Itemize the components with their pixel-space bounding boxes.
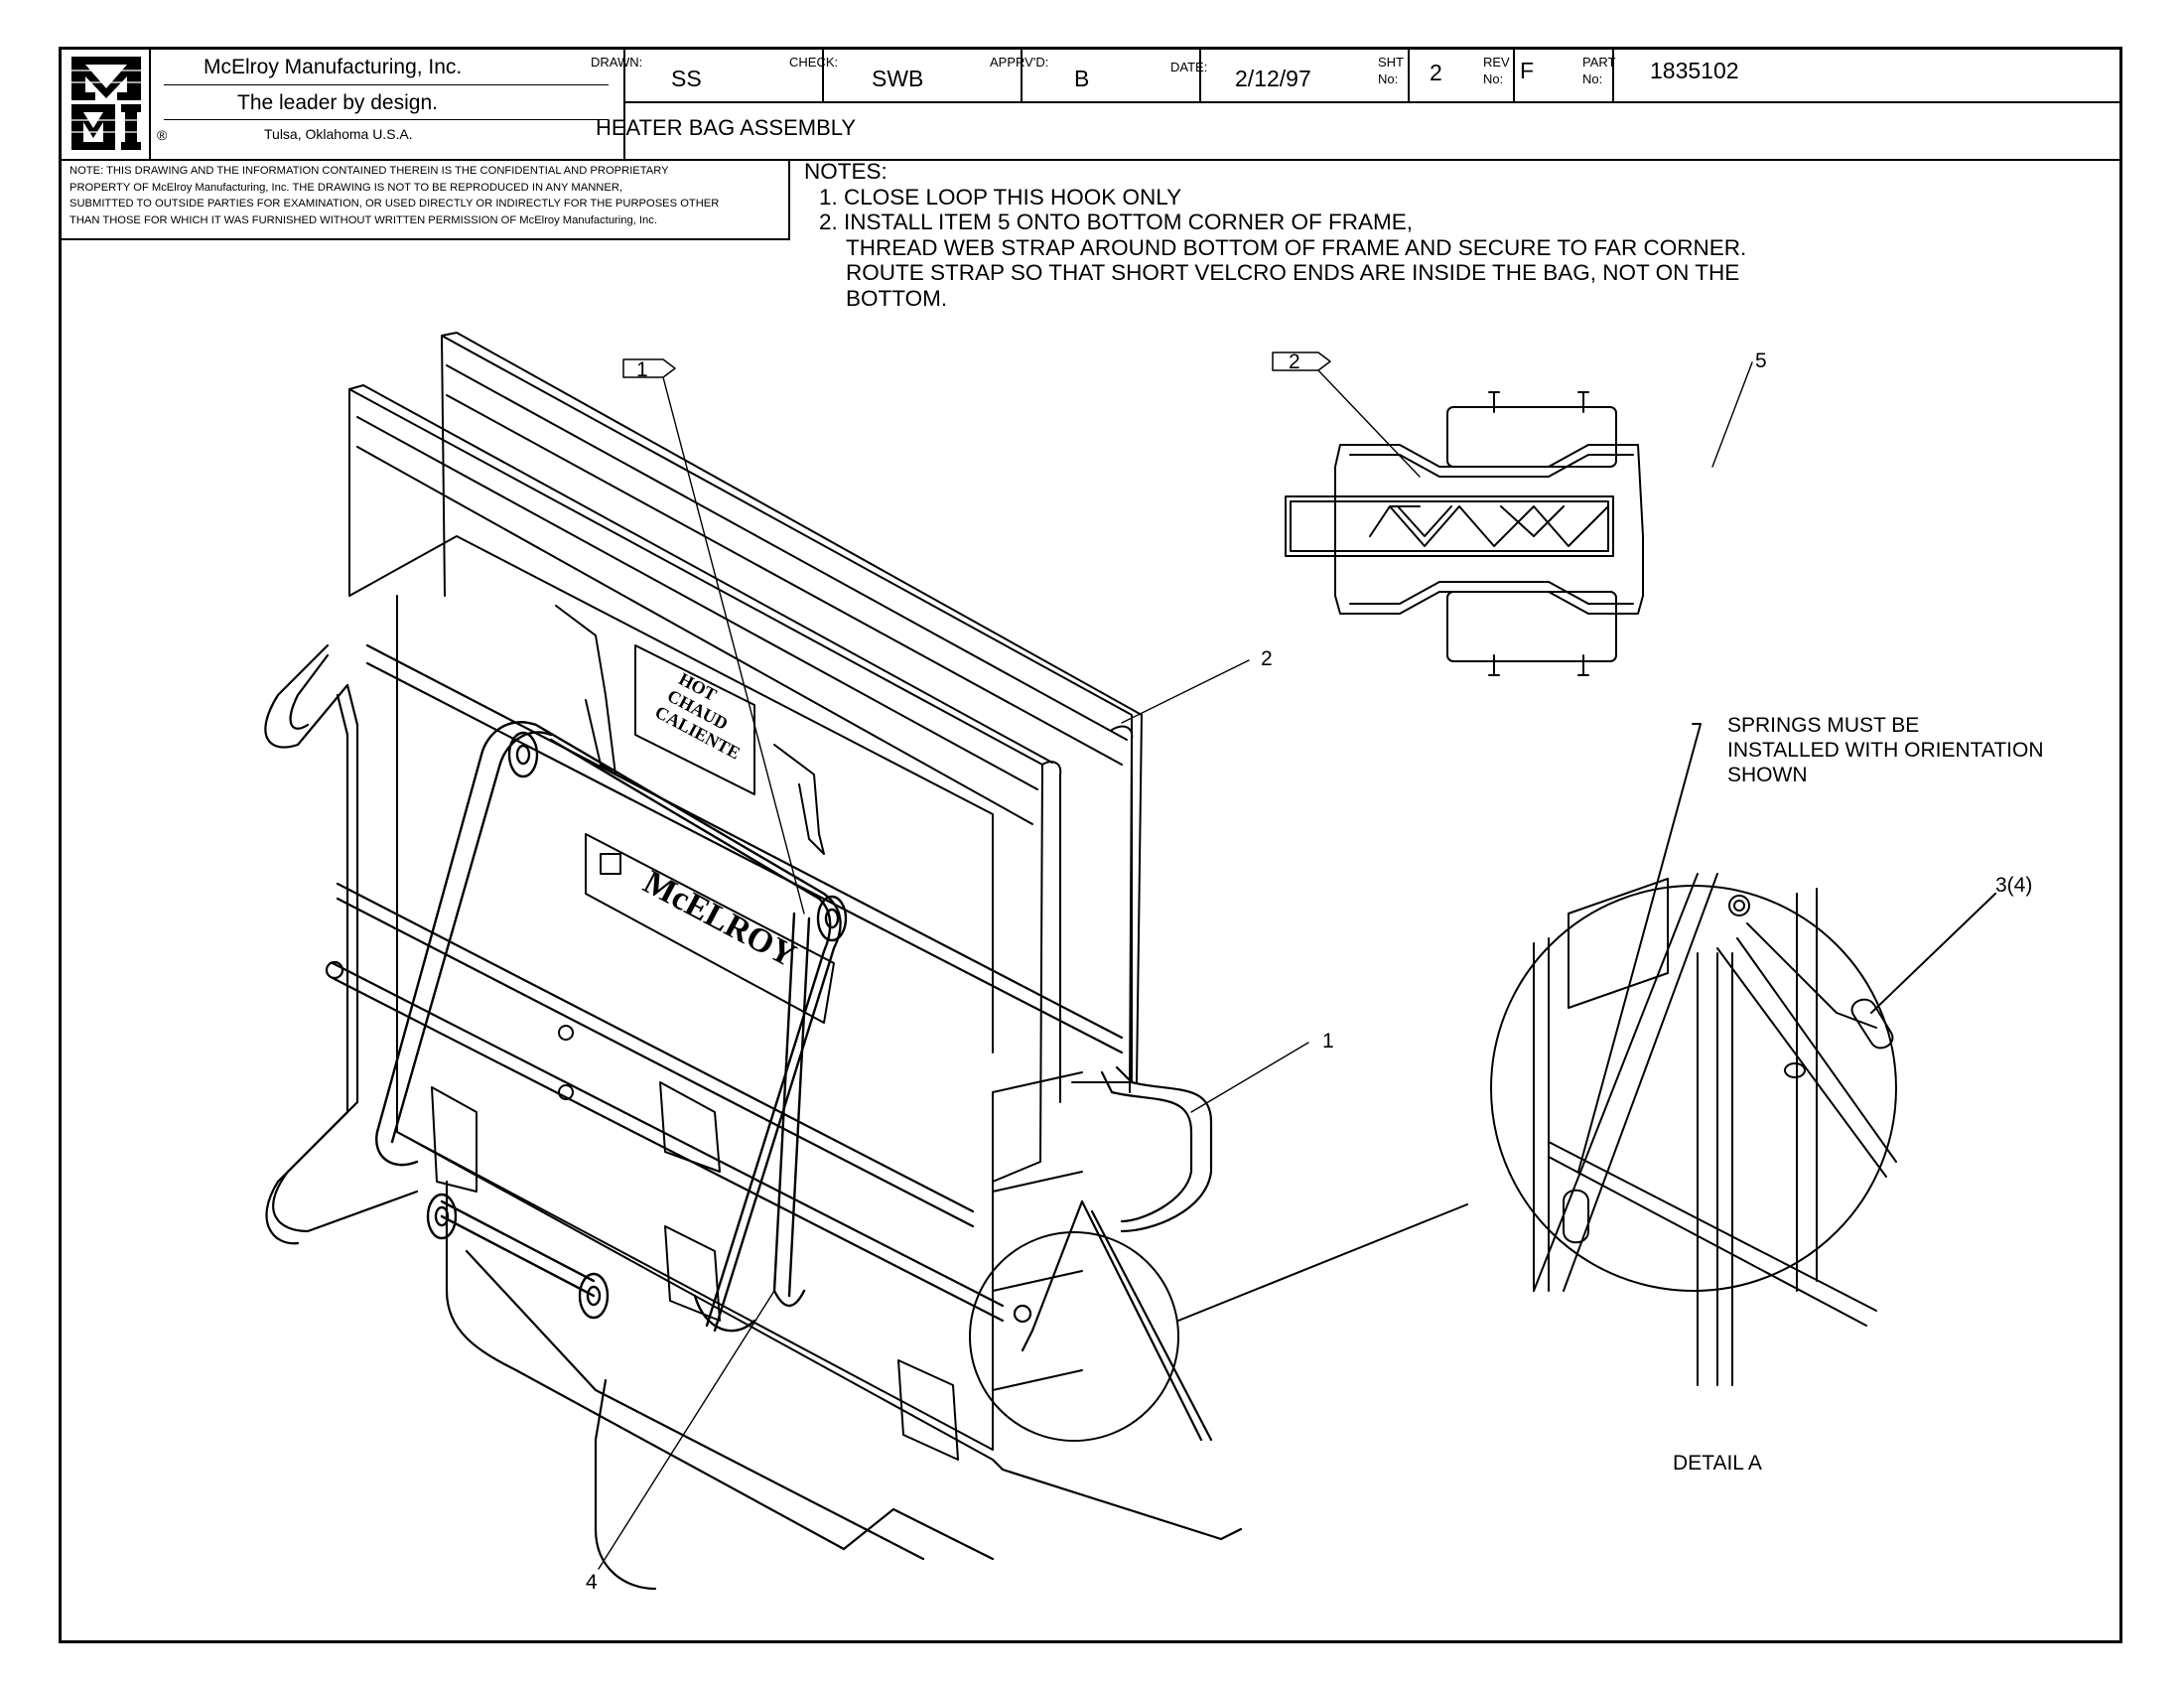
- check-label: CHECK:: [789, 55, 839, 70]
- balloon-5-label: 5: [1755, 350, 1767, 372]
- wire-frame: [264, 643, 1243, 1591]
- company-rule-1: [164, 84, 609, 85]
- rev-label-2: No:: [1483, 71, 1504, 86]
- note-line: 1. CLOSE LOOP THIS HOOK ONLY: [819, 184, 1182, 210]
- drawn-label: DRAWN:: [591, 55, 643, 70]
- heater-bag-body: [348, 332, 1143, 1461]
- assembly-notes: NOTES: 1. CLOSE LOOP THIS HOOK ONLY 2. I…: [804, 159, 1746, 311]
- company-cell: [149, 50, 625, 159]
- note-line: THREAD WEB STRAP AROUND BOTTOM OF FRAME …: [846, 234, 1747, 260]
- flag-1-label: 1: [636, 358, 648, 381]
- cell-check: [822, 50, 1023, 101]
- leader-lines: [598, 361, 1753, 1570]
- cell-rev: [1513, 50, 1614, 101]
- company-tagline: The leader by design.: [237, 91, 438, 114]
- company-location: Tulsa, Oklahoma U.S.A.: [264, 126, 413, 142]
- part-label-1: PART: [1582, 55, 1616, 70]
- confidential-line: SUBMITTED TO OUTSIDE PARTIES FOR EXAMINA…: [69, 198, 720, 210]
- confidential-line: PROPERTY OF McElroy Manufacturing, Inc. …: [69, 181, 623, 194]
- drawing-title: HEATER BAG ASSEMBLY: [596, 115, 857, 140]
- apprvd-label: APPRV'D:: [990, 55, 1049, 70]
- field-row: [623, 50, 2119, 103]
- balloon-2-label: 2: [1261, 647, 1273, 670]
- cell-sht: [1408, 50, 1515, 101]
- detail-a-view: [1490, 723, 1996, 1386]
- top-view: [1285, 391, 1644, 676]
- date-value: 2/12/97: [1235, 66, 1311, 91]
- confidential-line: NOTE: THIS DRAWING AND THE INFORMATION C…: [69, 165, 669, 177]
- cell-date: [1199, 50, 1410, 101]
- notes-heading: NOTES:: [804, 159, 887, 184]
- drawing-sheet: McElroy Manufacturing, Inc. The leader b…: [59, 47, 2122, 1643]
- check-value: SWB: [872, 66, 924, 91]
- flag-2-label: 2: [1289, 351, 1300, 373]
- part-value: 1835102: [1650, 58, 1739, 83]
- flag-2-shape: [1272, 352, 1331, 371]
- rev-value: F: [1520, 58, 1535, 83]
- sht-label-2: No:: [1378, 71, 1399, 86]
- confidential-note: NOTE: THIS DRAWING AND THE INFORMATION C…: [62, 159, 790, 240]
- date-label: DATE:: [1170, 60, 1208, 74]
- apprvd-value: B: [1074, 66, 1090, 91]
- rev-label-1: REV: [1483, 55, 1510, 70]
- sht-label-1: SHT: [1378, 55, 1404, 70]
- balloon-3-label: 3(4): [1995, 874, 2032, 897]
- velcro-tabs: [431, 605, 959, 1461]
- brand-label: McELROY: [637, 864, 802, 975]
- springs-note-line: SHOWN: [1727, 764, 1808, 786]
- detail-a-label: DETAIL A: [1673, 1452, 1762, 1475]
- sht-value: 2: [1430, 60, 1442, 85]
- drawn-value: SS: [671, 66, 702, 91]
- confidential-line: THAN THOSE FOR WHICH IT WAS FURNISHED WI…: [69, 213, 657, 226]
- cell-drawn: [623, 50, 824, 101]
- balloon-1-label: 1: [1322, 1030, 1334, 1053]
- company-logo: [69, 55, 143, 152]
- springs-note-line: SPRINGS MUST BE: [1727, 714, 1919, 737]
- handles: [375, 721, 848, 1333]
- flag-1-shape: [622, 358, 676, 378]
- balloon-4-label: 4: [586, 1571, 598, 1594]
- registered-mark: ®: [157, 127, 168, 143]
- note-line: 2. INSTALL ITEM 5 ONTO BOTTOM CORNER OF …: [819, 210, 1413, 234]
- detail-a-circle: [969, 1231, 1179, 1442]
- company-name: McElroy Manufacturing, Inc.: [204, 56, 463, 78]
- logo-cell: [62, 50, 151, 159]
- cell-apprvd: [1021, 50, 1201, 101]
- springs-note-line: INSTALLED WITH ORIENTATION: [1727, 739, 2044, 762]
- company-rule-2: [164, 119, 609, 120]
- part-label-2: No:: [1582, 71, 1603, 86]
- note-line: BOTTOM.: [846, 285, 948, 311]
- title-block: [62, 50, 2119, 161]
- note-line: ROUTE STRAP SO THAT SHORT VELCRO ENDS AR…: [846, 260, 1740, 285]
